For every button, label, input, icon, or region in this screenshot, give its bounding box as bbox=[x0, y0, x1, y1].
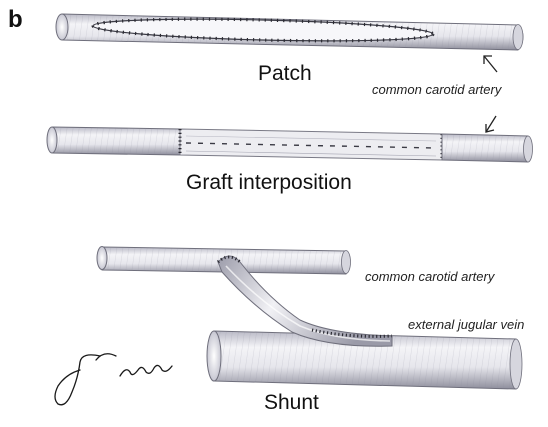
graft-vessel-right-segment bbox=[442, 134, 533, 162]
shunt-annotation-carotid: common carotid artery bbox=[365, 269, 494, 284]
patch-caption: Patch bbox=[258, 62, 312, 86]
graft-vessel-left-segment bbox=[47, 127, 180, 155]
shunt-caption: Shunt bbox=[264, 391, 319, 415]
arrow-pointer-icon bbox=[486, 116, 496, 132]
handwritten-signature-icon bbox=[55, 354, 172, 405]
graft-caption: Graft interposition bbox=[186, 171, 352, 195]
graft-segment bbox=[180, 129, 442, 160]
shunt-annotation-jugular: external jugular vein bbox=[408, 317, 524, 332]
patch-annotation: common carotid artery bbox=[372, 82, 501, 97]
panel-label: b bbox=[8, 6, 23, 34]
arrow-pointer-icon bbox=[484, 56, 497, 72]
